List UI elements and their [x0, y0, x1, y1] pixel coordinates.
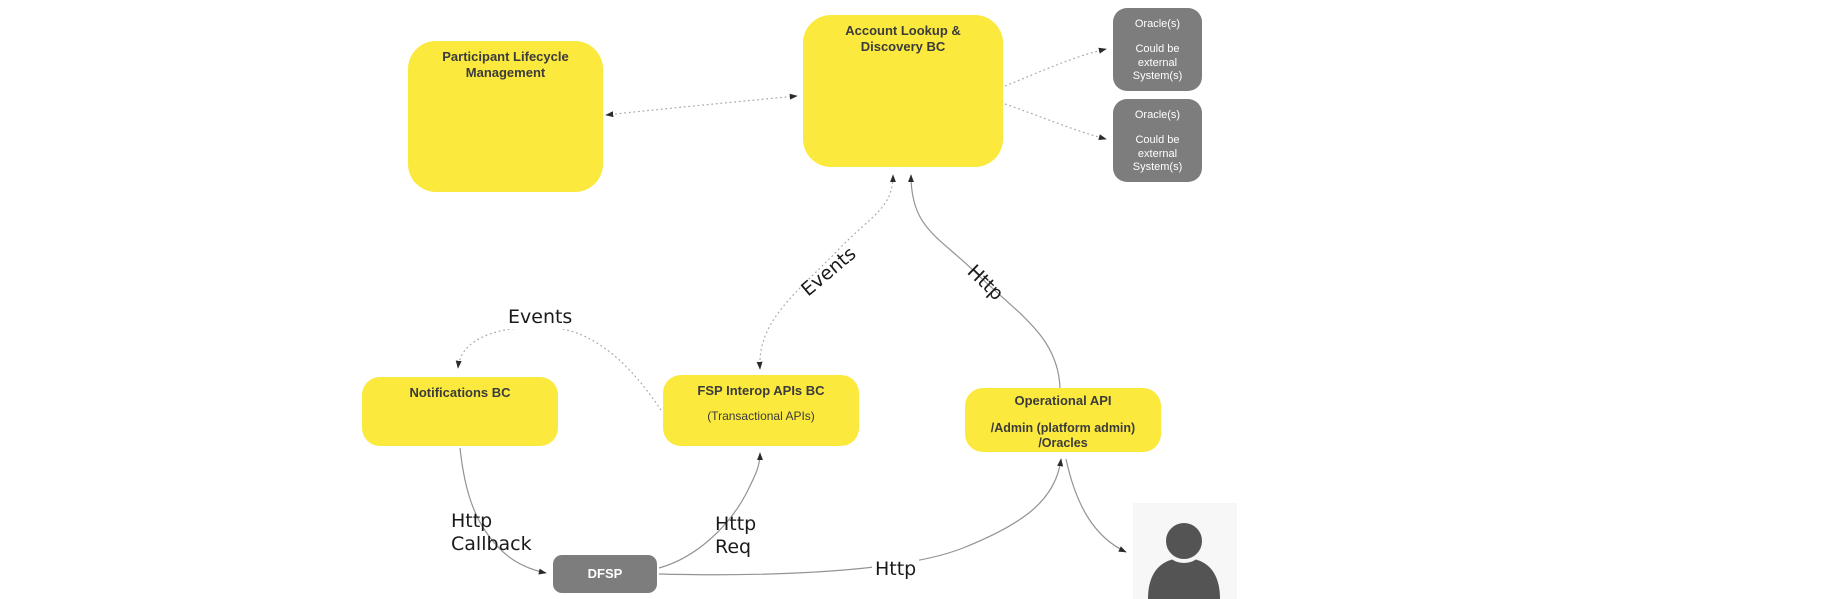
node-operational-api[interactable]: Operational API /Admin (platform admin) …	[965, 388, 1161, 452]
node-body: Could be external System(s)	[1132, 42, 1183, 83]
node-participant-lifecycle-management[interactable]: Participant Lifecycle Management	[408, 41, 603, 192]
edge-participant-als	[605, 93, 798, 118]
node-title: Notifications BC	[409, 385, 511, 400]
edge-label-http-req: Http Req	[715, 513, 757, 558]
node-title: DFSP	[587, 566, 623, 581]
edge-label-http-callback: Http Callback	[451, 510, 532, 555]
node-body: /Admin (platform admin) /Oracles	[990, 421, 1136, 451]
edge-ops-als-http	[908, 174, 1061, 389]
edge-als-oracle-bottom	[1004, 103, 1107, 141]
node-notifications-bc[interactable]: Notifications BC	[362, 377, 558, 446]
node-subtitle: (Transactional APIs)	[707, 409, 815, 424]
node-fsp-interop-apis-bc[interactable]: FSP Interop APIs BC (Transactional APIs)	[663, 375, 859, 446]
node-oracle-bottom[interactable]: Oracle(s) Could be external System(s)	[1113, 99, 1202, 182]
edge-dfsp-ops	[658, 458, 1064, 576]
edge-dfsp-fsp	[658, 452, 763, 569]
node-dfsp[interactable]: DFSP	[553, 555, 657, 593]
node-title: Account Lookup & Discovery BC	[845, 23, 961, 55]
node-title: FSP Interop APIs BC	[697, 383, 825, 398]
edge-ops-user	[1065, 458, 1127, 553]
node-oracle-top[interactable]: Oracle(s) Could be external System(s)	[1113, 8, 1202, 91]
node-title: Oracle(s)	[1134, 18, 1181, 30]
node-account-lookup-discovery-bc[interactable]: Account Lookup & Discovery BC	[803, 15, 1003, 167]
node-title: Oracle(s)	[1134, 109, 1181, 121]
node-title: Participant Lifecycle Management	[442, 49, 569, 81]
edge-fsp-als-events	[756, 174, 896, 370]
edge-label-events-notifications: Events	[505, 306, 576, 329]
node-title: Operational API	[1014, 393, 1112, 408]
edge-label-http-dfsp: Http	[872, 558, 920, 581]
person-icon	[1148, 519, 1220, 599]
edge-als-oracle-top	[1004, 47, 1107, 87]
node-body: Could be external System(s)	[1132, 133, 1183, 174]
edge-notifications-dfsp	[459, 447, 547, 575]
user-node[interactable]	[1133, 503, 1237, 599]
